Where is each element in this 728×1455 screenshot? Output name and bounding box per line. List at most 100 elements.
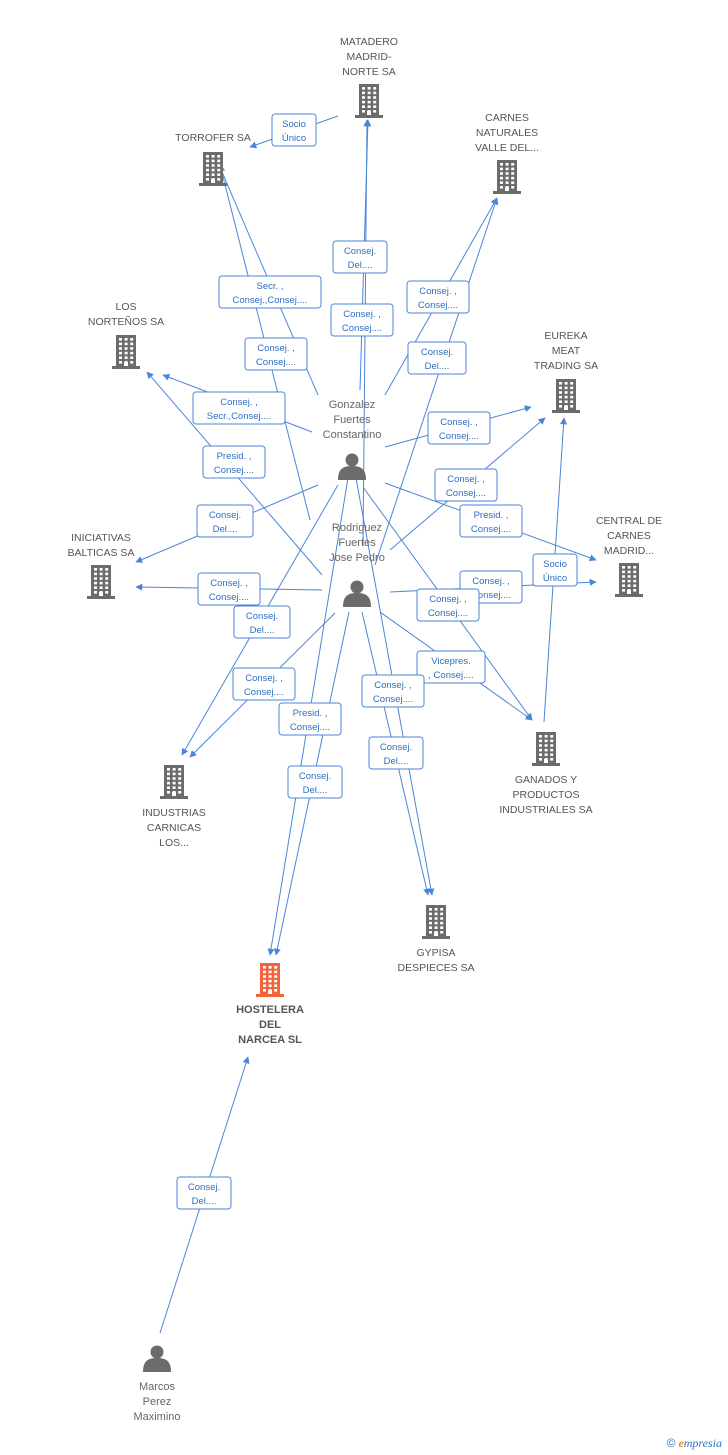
edge-label-rodriguez-to-industrias[interactable]: Consej. ,Consej.... xyxy=(232,667,296,701)
edge-label-box xyxy=(192,391,286,425)
building-icon xyxy=(199,152,227,186)
edge-label-text: Presid. , xyxy=(474,510,509,521)
node-label-torrofer: TORROFER SA xyxy=(175,132,251,144)
edge-label-text: Consej. , xyxy=(440,417,478,428)
node-label-hostelera: HOSTELERA xyxy=(236,1004,304,1016)
edge-label-gonzalez-to-carnes[interactable]: Consej. ,Consej.... xyxy=(406,280,470,314)
company-node-carnes[interactable] xyxy=(493,160,521,194)
person-node-marcos[interactable] xyxy=(143,1345,171,1373)
edge-label-rodriguez-to-iniciativas[interactable]: Consej. ,Consej.... xyxy=(197,572,261,606)
node-label-nortenos: NORTEÑOS SA xyxy=(88,315,164,328)
building-icon xyxy=(87,565,115,599)
node-label-rodriguez: Rodriguez xyxy=(332,522,382,534)
company-node-torrofer[interactable] xyxy=(199,152,227,186)
node-label-carnes: NATURALES xyxy=(476,127,538,139)
company-node-hostelera[interactable] xyxy=(256,963,284,997)
node-label-central: CENTRAL DE xyxy=(596,515,662,527)
edge-label-gonzalez-to-torrofer[interactable]: Secr. , Consej.,Consej.... xyxy=(218,275,322,309)
edge-label-text: , Consej.... xyxy=(428,670,473,681)
edge-label-text: Consej.... xyxy=(342,323,382,334)
edge-label-box xyxy=(196,504,254,538)
node-label-marcos: Maximino xyxy=(133,1411,180,1423)
company-node-ganados[interactable] xyxy=(532,732,560,766)
edge-label-text: Del.... xyxy=(250,625,275,636)
company-node-industrias[interactable] xyxy=(160,765,188,799)
node-label-carnes: VALLE DEL... xyxy=(475,142,539,154)
company-node-eureka[interactable] xyxy=(552,379,580,413)
node-label-iniciativas: BALTICAS SA xyxy=(68,547,135,559)
empresia-footer[interactable]: © empresia xyxy=(667,1436,722,1451)
edge-label-box xyxy=(532,553,578,587)
edge-label-text: Consej.... xyxy=(439,431,479,442)
node-label-gonzalez: Constantino xyxy=(323,429,382,441)
edge-label-box xyxy=(218,275,322,309)
edge-label-rodriguez-to-carnes[interactable]: Consej.Del.... xyxy=(407,341,467,375)
edge-label-text: Consej.... xyxy=(471,524,511,535)
edge-label-box xyxy=(416,588,480,622)
edge-label-text: Consej.... xyxy=(209,592,249,603)
node-label-marcos: Perez xyxy=(143,1396,172,1408)
edge-label-text: Consej. xyxy=(344,246,376,257)
edge-label-gonzalez-to-nortenos[interactable]: Consej. ,Secr.,Consej.... xyxy=(192,391,286,425)
edge-label-gonzalez-to-industrias[interactable]: Consej.Del.... xyxy=(233,605,291,639)
edge-rodriguez-to-carnes xyxy=(374,197,499,566)
edge-label-gonzalez-to-eureka[interactable]: Consej. , Consej.... xyxy=(427,411,491,445)
edge-label-text: Consej.... xyxy=(290,722,330,733)
edge-label-text: Consej.... xyxy=(446,488,486,499)
company-node-gypisa[interactable] xyxy=(422,905,450,939)
edge-label-rodriguez-to-nortenos[interactable]: Presid. ,Consej.... xyxy=(202,445,266,479)
edge-label-rodriguez-to-torrofer[interactable]: Consej. , Consej.... xyxy=(244,337,308,371)
node-label-carnes: CARNES xyxy=(485,112,529,124)
edge-label-text: Consej.... xyxy=(214,465,254,476)
edge-label-text: Consej.,Consej.... xyxy=(233,295,308,306)
node-label-matadero: NORTE SA xyxy=(342,66,395,78)
edge-label-marcos-to-hostelera[interactable]: Consej.Del.... xyxy=(176,1176,232,1210)
node-label-gypisa: DESPIECES SA xyxy=(397,962,474,974)
brand-initial: e xyxy=(678,1436,684,1450)
edge-label-box xyxy=(459,504,523,538)
person-node-gonzalez[interactable] xyxy=(338,453,366,481)
edge-label-gonzalez-to-central[interactable]: Presid. , Consej.... xyxy=(459,504,523,538)
edge-label-text: Del.... xyxy=(303,785,328,796)
edge-label-box xyxy=(406,280,470,314)
edge-label-text: Consej.... xyxy=(428,608,468,619)
node-label-ganados: INDUSTRIALES SA xyxy=(499,804,592,816)
edge-label-gonzalez-to-ganados[interactable]: Consej. ,Consej.... xyxy=(416,588,480,622)
edge-label-text: Consej. , xyxy=(374,680,412,691)
edge-label-text: Consej. xyxy=(380,742,412,753)
company-node-iniciativas[interactable] xyxy=(87,565,115,599)
company-node-nortenos[interactable] xyxy=(112,335,140,369)
edge-label-rodriguez-to-gypisa[interactable]: Consej.Del.... xyxy=(368,736,424,770)
edge-label-rodriguez-to-matadero[interactable]: Consej. ,Consej.... xyxy=(330,303,394,337)
edge-label-gonzalez-to-gypisa[interactable]: Consej. ,Consej.... xyxy=(361,674,425,708)
edge-label-text: Consej. , xyxy=(257,343,295,354)
edge-label-gonzalez-to-hostelera[interactable]: Presid. ,Consej.... xyxy=(278,702,342,736)
person-icon xyxy=(338,453,366,480)
edge-label-gonzalez-to-matadero[interactable]: Consej.Del.... xyxy=(332,240,388,274)
node-label-central: MADRID... xyxy=(604,545,654,557)
person-node-rodriguez[interactable] xyxy=(343,580,371,608)
node-label-gypisa: GYPISA xyxy=(416,947,455,959)
node-label-matadero: MATADERO xyxy=(340,36,398,48)
edge-label-text: Socio xyxy=(282,119,306,130)
edge-label-rodriguez-to-hostelera[interactable]: Consej.Del.... xyxy=(287,765,343,799)
node-label-eureka: EUREKA xyxy=(544,330,587,342)
edge-label-text: Consej. xyxy=(209,510,241,521)
node-label-central: CARNES xyxy=(607,530,651,542)
edge-label-text: Secr. , xyxy=(257,281,284,292)
edge-label-text: Consej.... xyxy=(256,357,296,368)
company-node-matadero[interactable] xyxy=(355,84,383,118)
company-node-central[interactable] xyxy=(615,563,643,597)
edges-layer xyxy=(135,115,597,1334)
edge-label-box xyxy=(361,674,425,708)
edge-label-box xyxy=(287,765,343,799)
edge-label-rodriguez-to-eureka[interactable]: Consej. ,Consej.... xyxy=(434,468,498,502)
edge-label-text: Consej. xyxy=(421,347,453,358)
node-label-ganados: GANADOS Y xyxy=(515,774,577,786)
edge-label-rodriguez-to-ganados[interactable]: Vicepres., Consej.... xyxy=(416,650,486,684)
edge-label-gonzalez-to-iniciativas[interactable]: Consej.Del.... xyxy=(196,504,254,538)
person-icon xyxy=(343,580,371,607)
